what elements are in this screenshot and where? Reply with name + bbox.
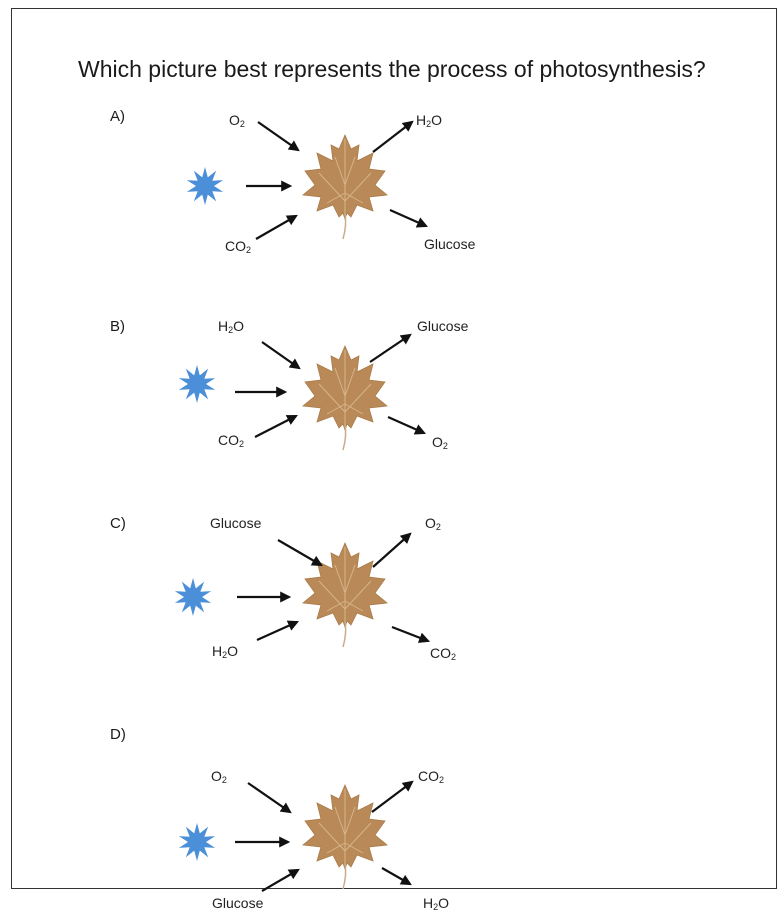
option-d-diagram (178, 780, 414, 892)
option-a-arrow-1 (257, 121, 300, 152)
option-b-label[interactable]: B) (110, 318, 125, 335)
option-c-output-2: CO2 (430, 645, 457, 662)
option-c-arrow-1 (277, 539, 323, 567)
option-d-arrow-4 (371, 780, 414, 813)
leaf-stem (342, 862, 347, 890)
option-a-output-2: Glucose (424, 236, 476, 252)
option-b-output-2: O2 (432, 434, 448, 451)
option-a-arrow-4 (372, 120, 414, 153)
option-b-input-1: H2O (218, 318, 245, 335)
question-text: Which picture best represents the proces… (78, 56, 706, 82)
option-d-arrow-3 (261, 868, 300, 892)
option-c-input-2: H2O (212, 643, 239, 660)
leaf-icon (302, 541, 388, 648)
option-d-arrow-5 (381, 867, 412, 886)
option-c-arrow-3 (256, 620, 300, 642)
leaf-veins (318, 789, 372, 863)
option-c-label[interactable]: C) (110, 515, 126, 532)
leaf-icon (302, 783, 388, 890)
sun-core (184, 588, 202, 606)
option-b-diagram (178, 333, 427, 451)
option-a-label[interactable]: A) (110, 108, 125, 125)
option-c-output-1: O2 (425, 515, 441, 532)
option-a-input-2: CO2 (225, 238, 252, 255)
option-b-arrow-4 (369, 333, 412, 363)
leaf-icon (302, 133, 388, 240)
option-a-diagram (186, 120, 429, 240)
option-d-input-1: O2 (211, 768, 227, 785)
option-a-arrow-5 (389, 208, 429, 228)
leaf-stem (342, 423, 347, 451)
option-d-output-2: H2O (423, 895, 450, 912)
option-c-arrow-5 (391, 625, 431, 643)
option-b-output-1: Glucose (417, 318, 469, 334)
question-card (11, 8, 777, 888)
sun-core (188, 375, 206, 393)
card-bottom-border (11, 888, 777, 889)
sun-core (188, 833, 206, 851)
leaf-stem (342, 620, 347, 648)
option-c-input-1: Glucose (210, 515, 262, 531)
leaf-stem (342, 212, 347, 240)
option-a-arrow-3 (255, 214, 298, 240)
option-d-input-2: Glucose (212, 895, 264, 911)
option-c-arrow-4 (372, 532, 412, 568)
leaf-veins (318, 547, 372, 621)
option-a-output-1: H2O (416, 112, 443, 129)
option-b-input-2: CO2 (218, 432, 245, 449)
leaf-veins (318, 350, 372, 424)
option-c-diagram (174, 532, 431, 648)
option-d-output-1: CO2 (418, 768, 445, 785)
option-b-arrow-5 (387, 415, 427, 435)
sun-core (196, 177, 214, 195)
option-a-input-1: O2 (229, 112, 245, 129)
option-b-arrow-1 (261, 341, 301, 370)
leaf-icon (302, 344, 388, 451)
option-d-arrow-1 (247, 782, 292, 814)
option-b-arrow-3 (254, 414, 298, 438)
leaf-veins (318, 139, 372, 213)
option-d-label[interactable]: D) (110, 726, 126, 743)
